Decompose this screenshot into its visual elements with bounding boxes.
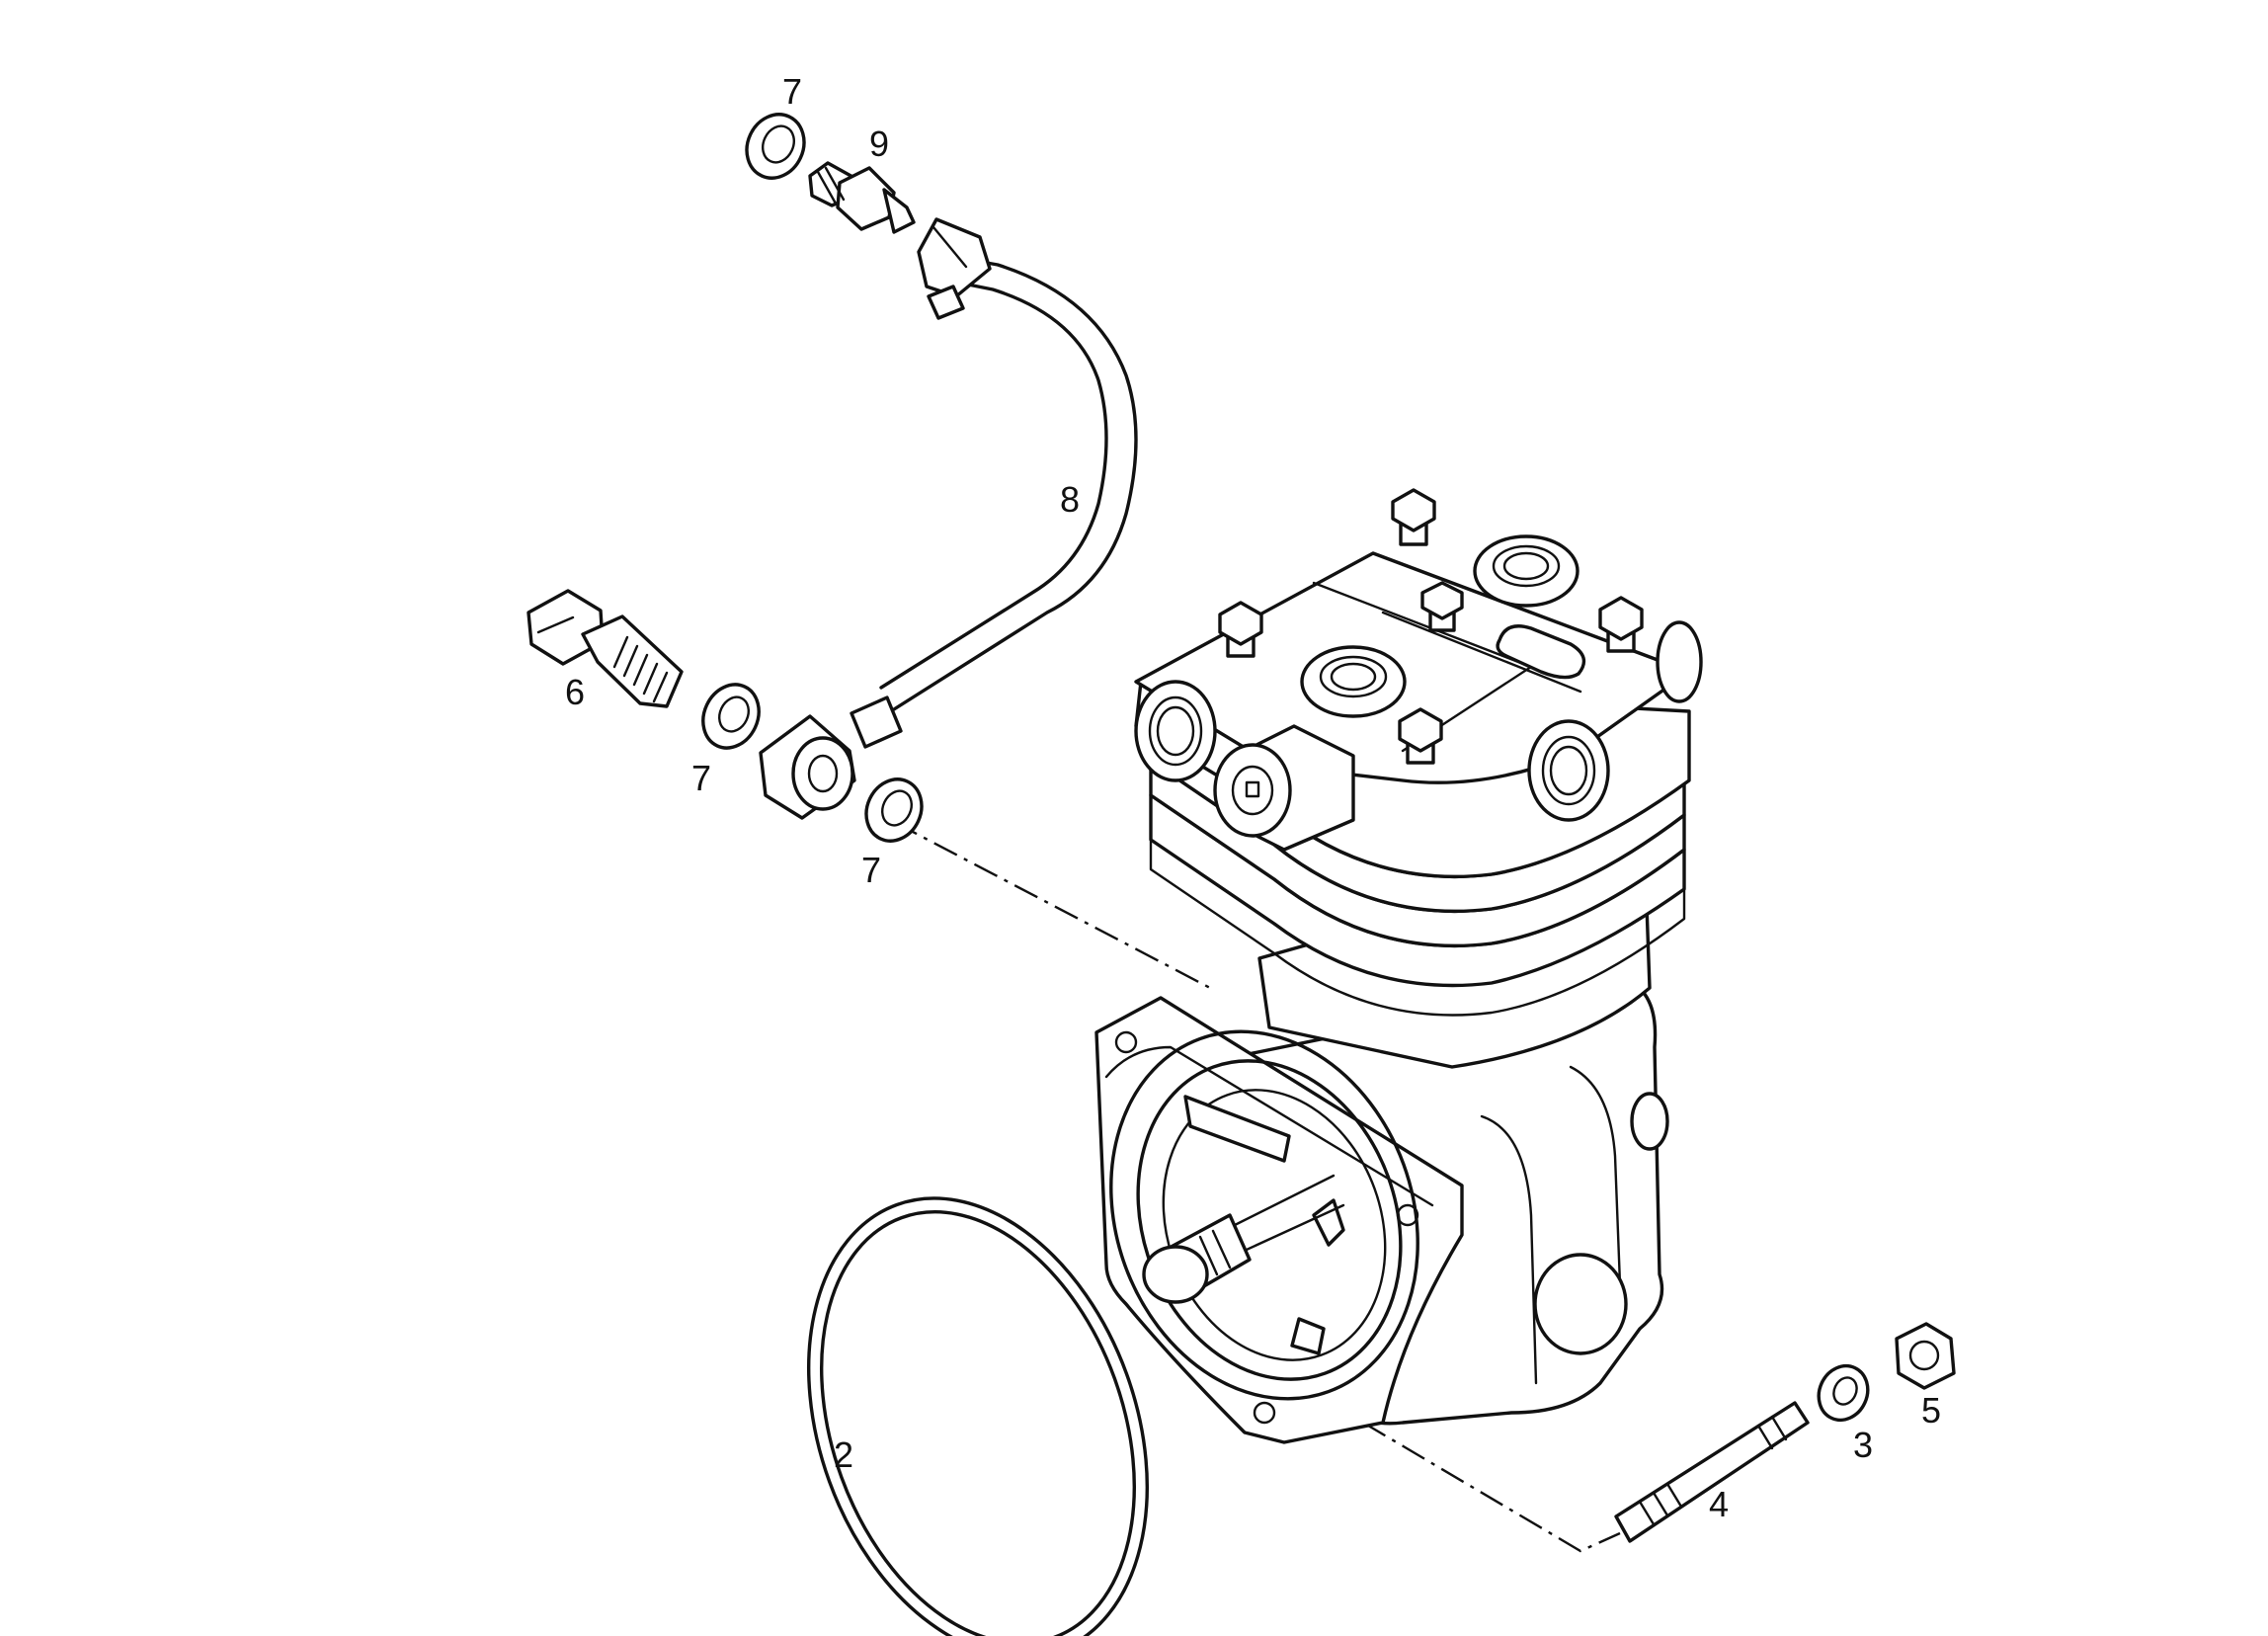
callout-2: 2 (834, 1434, 853, 1475)
callout-6: 6 (565, 672, 585, 712)
part-2-o-ring[interactable] (749, 1151, 1208, 1636)
part-4-stud[interactable] (1614, 1401, 1810, 1543)
callout-4: 4 (1709, 1484, 1729, 1524)
callout-9: 9 (869, 123, 889, 164)
head-bolt (1218, 601, 1263, 658)
callout-labels: 7 9 8 6 7 7 2 4 3 5 (565, 71, 1941, 1524)
part-3-washer[interactable] (1810, 1357, 1876, 1428)
part-7-washer-left[interactable] (693, 676, 770, 758)
air-compressor-body[interactable] (1061, 488, 1703, 1444)
part-6-banjo-bolt[interactable] (526, 589, 684, 708)
callout-8: 8 (1060, 479, 1080, 520)
callout-7-top: 7 (782, 71, 802, 112)
part-9-union-fitting[interactable] (808, 161, 916, 234)
head-bolt (1598, 596, 1644, 653)
part-8-oil-pipe[interactable] (759, 217, 1138, 820)
head-bolt (1391, 488, 1436, 546)
part-5-nut[interactable] (1895, 1322, 1956, 1390)
head-bolt (1420, 581, 1464, 632)
part-7-washer-right[interactable] (856, 771, 932, 851)
part-7-washer-top[interactable] (737, 105, 815, 187)
callout-7-right: 7 (861, 850, 881, 890)
head-bolt (1398, 707, 1443, 765)
assembly-axis-lines (893, 820, 1621, 1553)
callout-3: 3 (1853, 1425, 1873, 1465)
callout-7-left: 7 (691, 758, 711, 798)
callout-5: 5 (1921, 1390, 1941, 1431)
